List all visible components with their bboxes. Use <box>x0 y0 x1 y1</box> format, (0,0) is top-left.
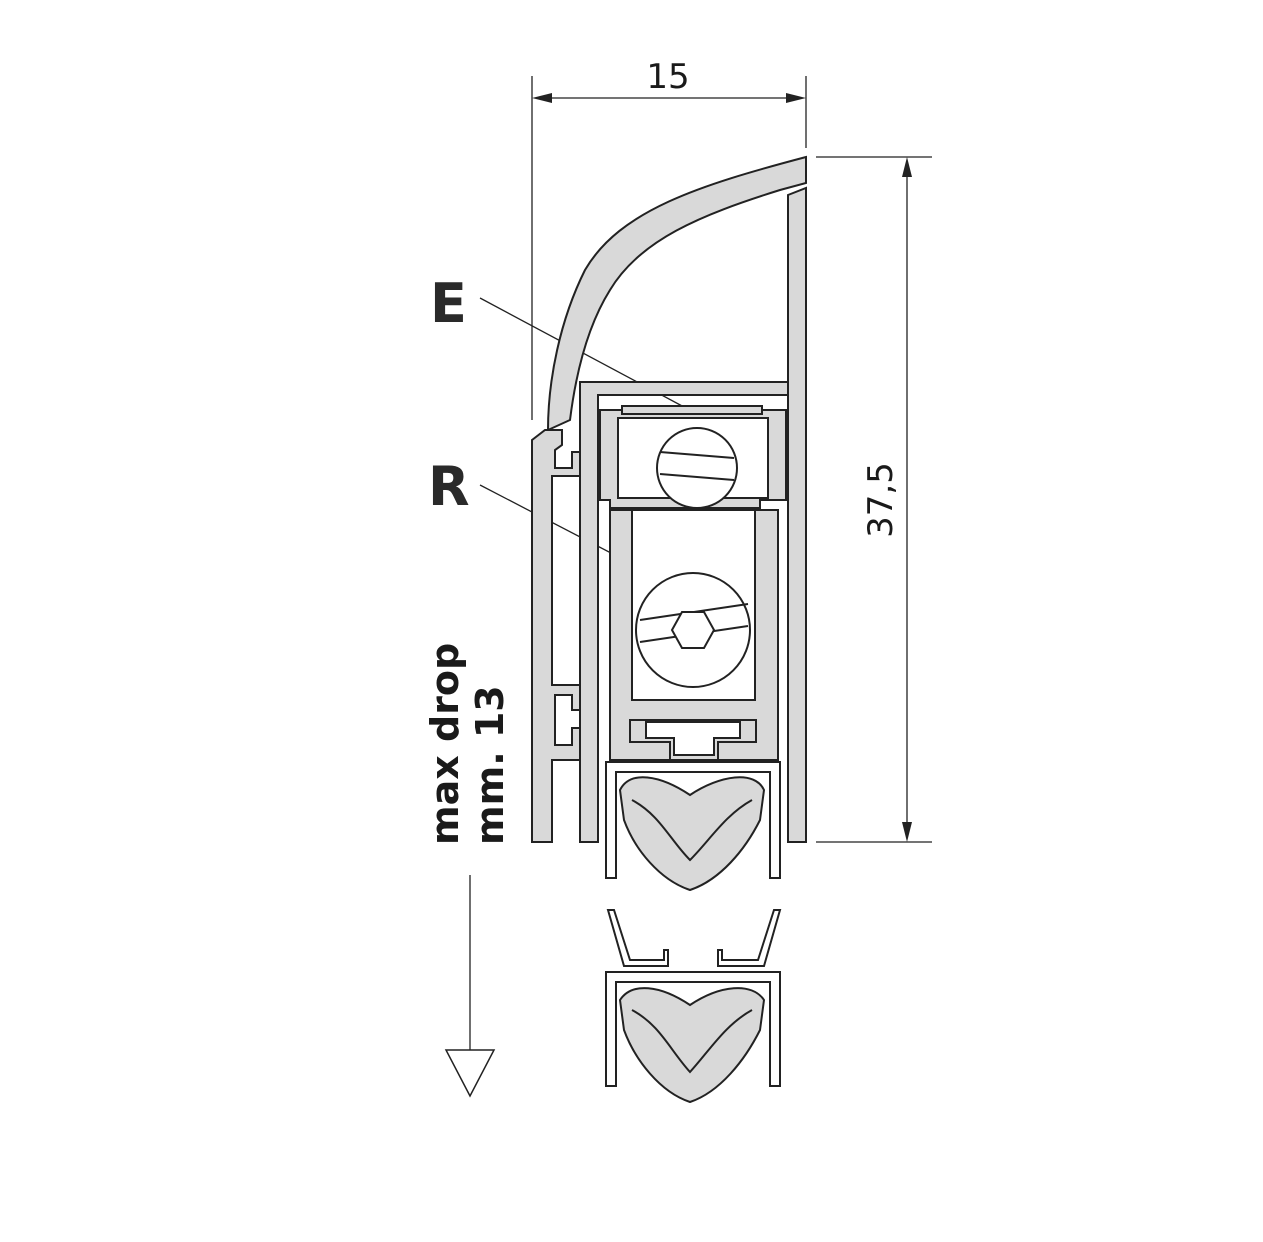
dropped-carriage-bottom <box>606 909 669 967</box>
height-dimension-label: 37,5 <box>861 462 901 538</box>
slotted-screw-icon <box>656 427 738 509</box>
max-drop-value: mm. 13 <box>468 685 512 845</box>
drop-arrow <box>444 875 496 1098</box>
callout-e-label: E <box>430 272 467 335</box>
height-arrow-top <box>902 157 912 177</box>
t-connector-slot <box>645 721 741 756</box>
height-arrow-bottom <box>902 822 912 842</box>
housing-left-wall <box>531 429 581 843</box>
housing-right-wall <box>787 186 807 843</box>
lower-seal-holder <box>605 971 781 1087</box>
max-drop-label: max drop <box>423 643 467 845</box>
top-screw-cap <box>621 405 763 415</box>
callout-r-label: R <box>428 455 470 518</box>
width-arrow-left <box>532 93 552 103</box>
upper-rubber-seal <box>618 776 766 892</box>
width-dimension-label: 15 <box>646 57 689 97</box>
dropped-carriage-bottom-right <box>717 909 782 967</box>
lower-rubber-seal <box>618 987 766 1104</box>
seal-profile <box>531 155 807 892</box>
height-dimension: 37,5 <box>816 156 932 843</box>
width-arrow-right <box>786 93 806 103</box>
hex-screw-icon <box>635 572 751 688</box>
width-dimension: 15 <box>531 57 807 420</box>
dropped-seal-profile <box>605 909 782 1104</box>
upper-seal-holder <box>605 761 781 879</box>
